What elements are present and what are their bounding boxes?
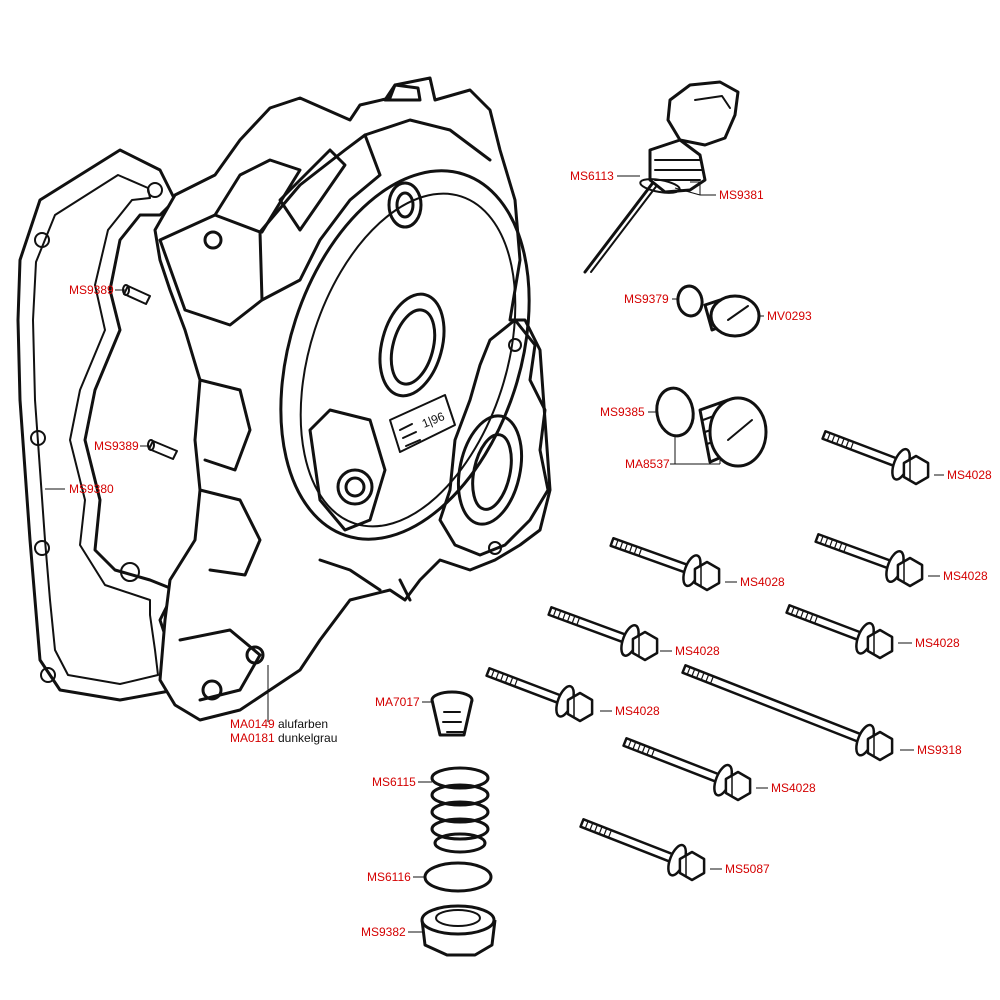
bolt-ms4028-f (485, 667, 594, 723)
screw-plug-mv0293 (703, 294, 761, 338)
label-mv0293: MV0293 (767, 309, 812, 323)
label-ms4028-f: MS4028 (615, 704, 660, 718)
bolt-ms4028-d (547, 605, 659, 662)
label-ms9379: MS9379 (624, 292, 669, 306)
engine-side-cover: 1|96 (153, 76, 552, 722)
bolt-ms4028-a (821, 430, 930, 486)
label-ma0149: MA0149 (230, 717, 275, 731)
label-ma0181: MA0181 (230, 731, 275, 745)
label-ms9381: MS9381 (719, 188, 764, 202)
label-ms9380: MS9380 (69, 482, 114, 496)
dowel-pin-ms9389-top (122, 284, 151, 305)
label-ms9382: MS9382 (361, 925, 406, 939)
label-ms4028-b: MS4028 (740, 575, 785, 589)
oil-dipstick-ms6113 (583, 80, 740, 274)
label-ms6115: MS6115 (372, 775, 416, 789)
bolt-ms9318 (681, 664, 894, 762)
label-ms6113: MS6113 (570, 169, 614, 183)
label-ms9389-mid: MS9389 (94, 439, 139, 453)
bolt-ms4028-c (814, 532, 924, 588)
label-ms9385: MS9385 (600, 405, 645, 419)
label-ma0181-note: dunkelgrau (278, 731, 337, 745)
screw-plug-ma8537 (698, 396, 768, 468)
leader-lines (45, 175, 944, 933)
label-ms4028-a: MS4028 (947, 468, 992, 482)
strainer-ma7017 (430, 690, 474, 737)
bolt-ms5087 (579, 818, 706, 882)
o-ring-ms9385 (655, 386, 695, 438)
bolt-ms4028-e (785, 604, 894, 660)
bolt-ms4028-b (609, 536, 721, 592)
spring-ms6115 (430, 766, 490, 854)
o-ring-ms6116 (423, 861, 493, 893)
gasket-ms9380 (16, 148, 177, 702)
label-ms4028-g: MS4028 (771, 781, 816, 795)
label-ma0149-note: alufarben (278, 717, 328, 731)
label-ms6116: MS6116 (367, 870, 411, 884)
label-ms9318: MS9318 (917, 743, 962, 757)
part-labels: MS6113 MS9381 MS9379 MV0293 MS9385 MA853… (69, 169, 992, 939)
bolt-ms4028-g (622, 737, 752, 802)
label-ms9389-top: MS9389 (69, 283, 114, 297)
label-ms5087: MS5087 (725, 862, 770, 876)
label-ma7017: MA7017 (375, 695, 420, 709)
bolts-group (485, 430, 930, 882)
label-ms4028-c: MS4028 (943, 569, 988, 583)
label-ma8537: MA8537 (625, 457, 670, 471)
dowel-pin-ms9389-mid (147, 439, 178, 460)
drain-cap-ms9382 (420, 904, 497, 957)
label-ms4028-d: MS4028 (675, 644, 720, 658)
label-ms4028-e: MS4028 (915, 636, 960, 650)
o-ring-ms9379 (676, 284, 704, 318)
